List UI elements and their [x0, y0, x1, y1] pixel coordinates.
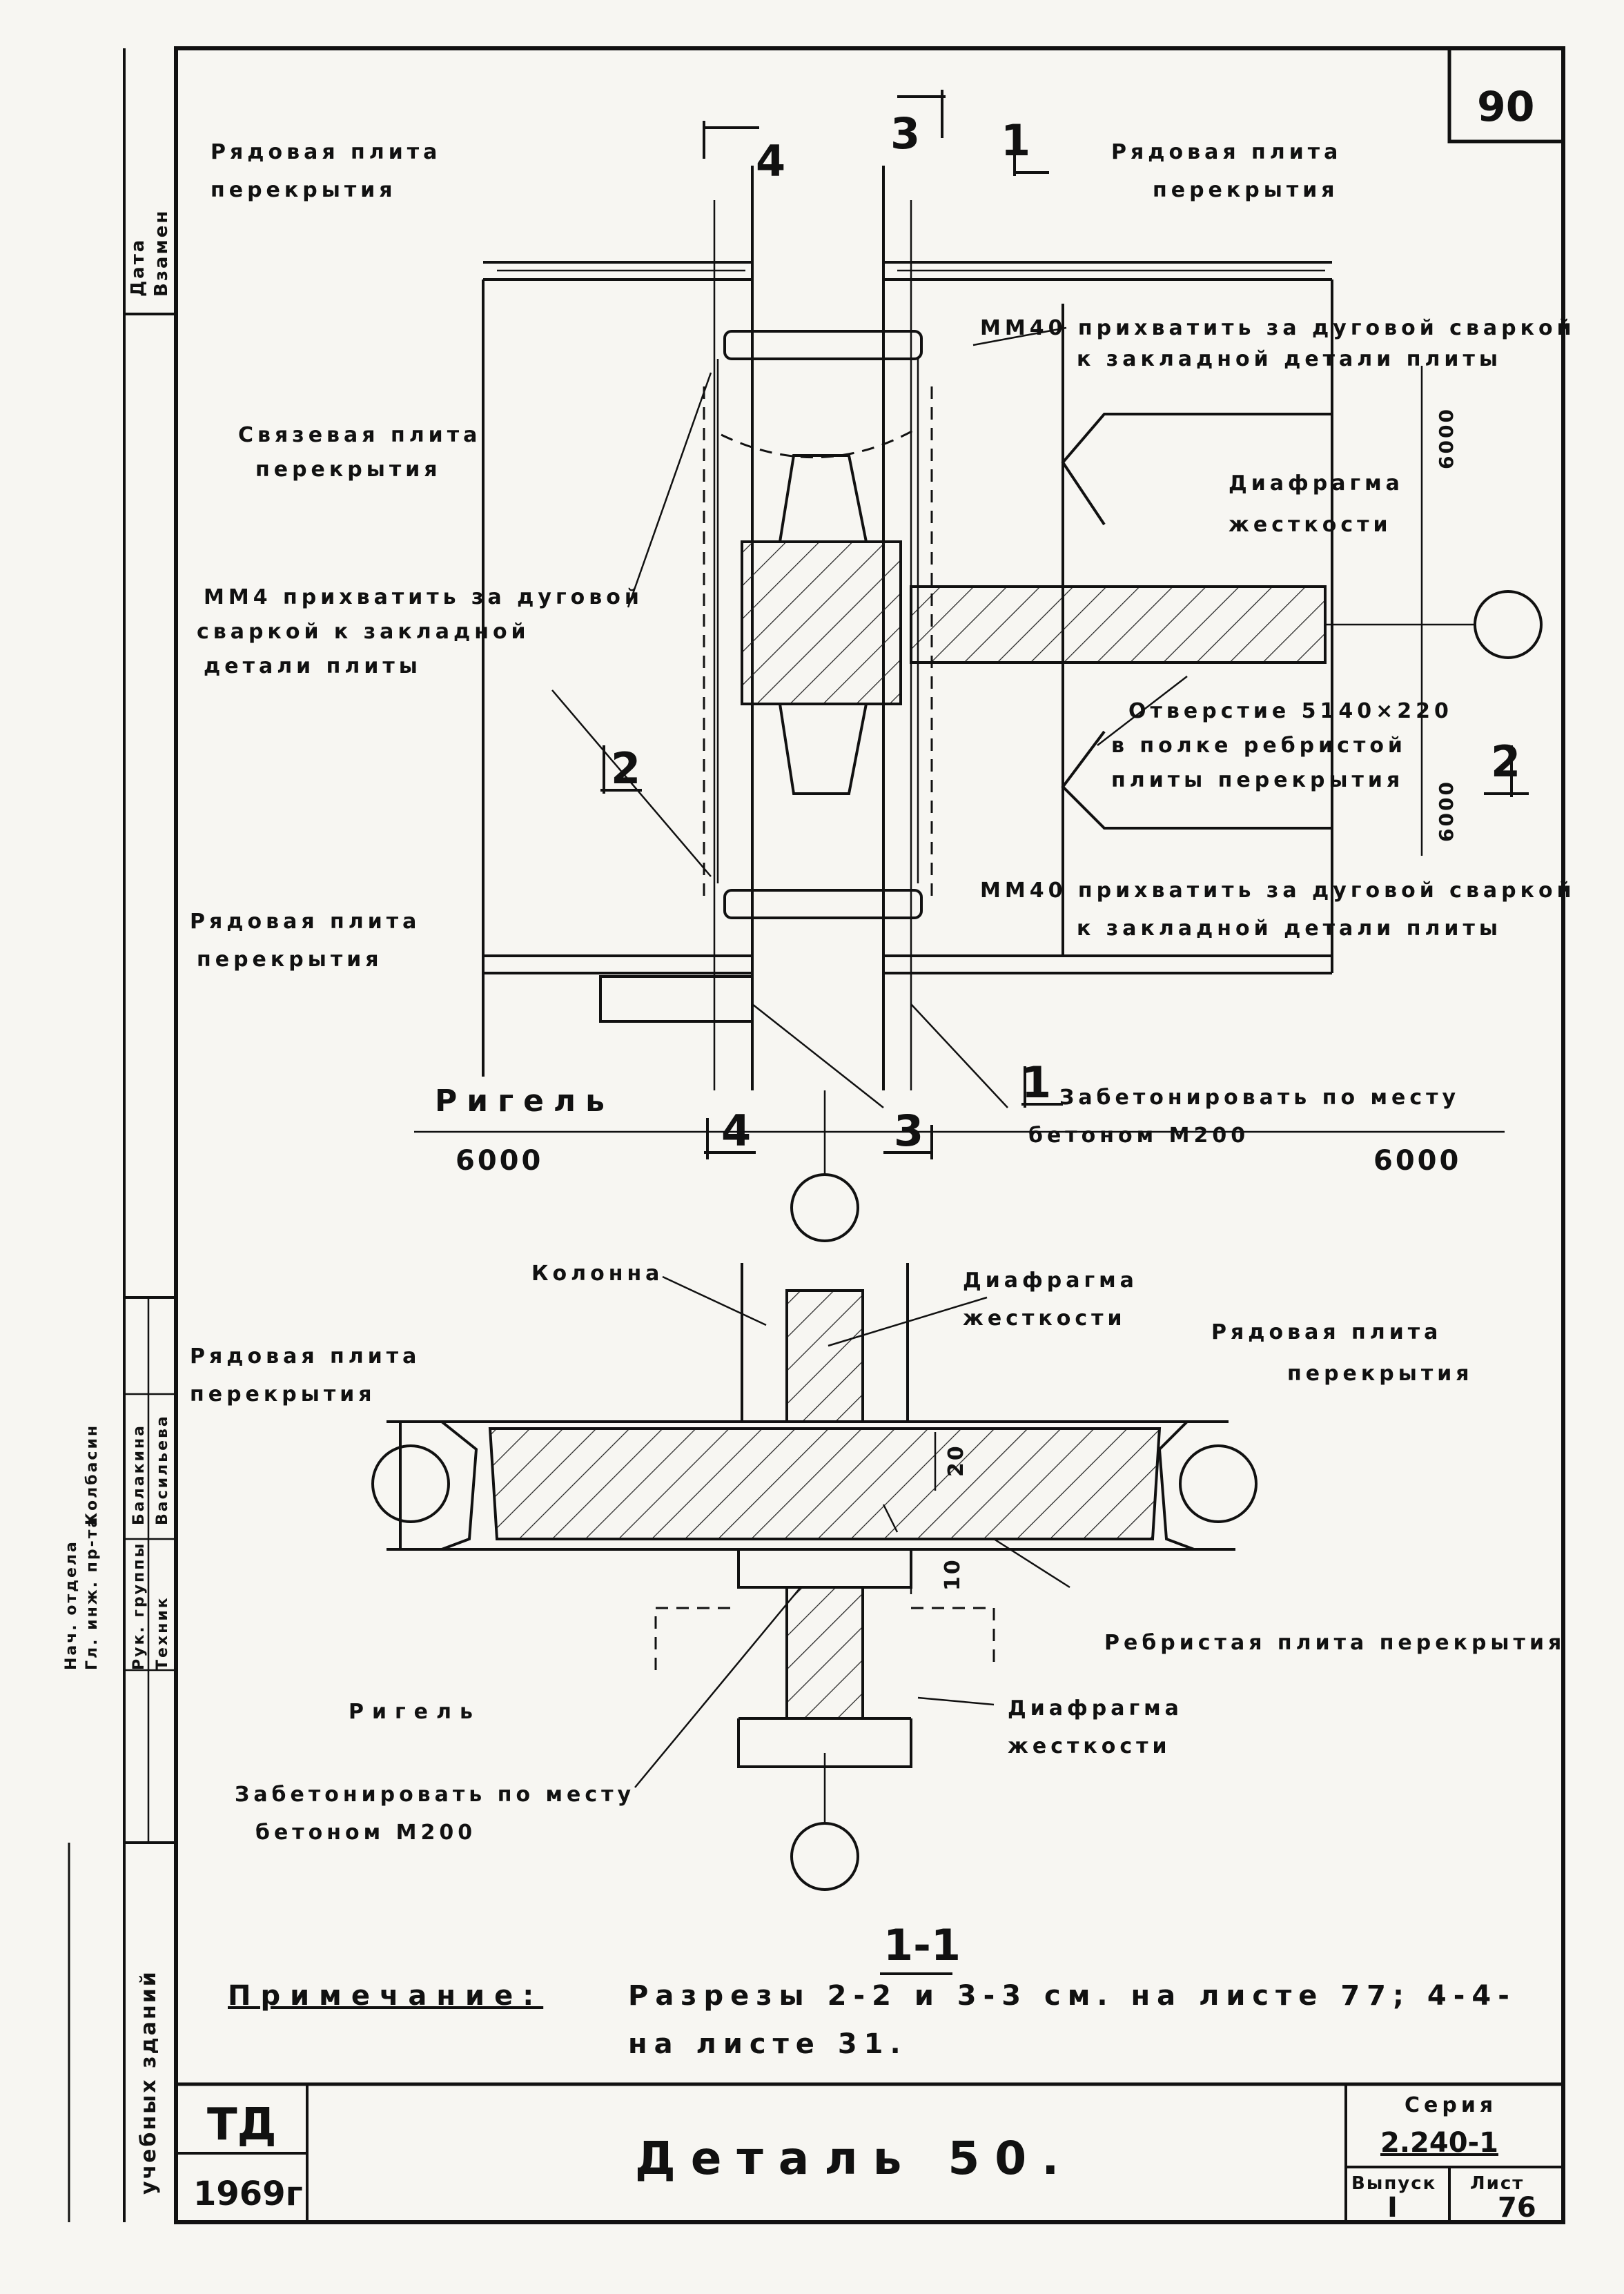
dim-left: 6000	[456, 1145, 543, 1177]
plan-view	[414, 166, 1543, 1242]
mark-3-top: 3	[890, 108, 920, 159]
concrete-plan-2: бетоном М200	[1028, 1124, 1249, 1148]
slab-top-right-2: перекрытия	[1153, 178, 1339, 202]
diaphragm-1: Диафрагма	[1229, 471, 1404, 496]
concrete-plan-1: Забетонировать по месту	[1059, 1086, 1460, 1110]
sheet-number: 90	[1477, 83, 1535, 131]
mark-1-bottom: 1	[1021, 1057, 1051, 1108]
mark-1-top: 1	[1001, 115, 1030, 166]
side-instead: Взамен	[151, 209, 172, 297]
side-name-3: Васильева	[154, 1414, 171, 1525]
opening-1: Отверстие 5140×220	[1128, 699, 1453, 723]
side-name-1: Колбасин	[84, 1424, 101, 1525]
tie-slab-1: Связевая плита	[238, 423, 481, 447]
dim-right: 6000	[1373, 1145, 1461, 1177]
section-view	[371, 1263, 1258, 1891]
dim-20: 20	[944, 1444, 968, 1477]
section-annotations: Колонна Диафрагма жесткости Рядовая плит…	[190, 1262, 1565, 1975]
mm40-bottom-2: к закладной детали плиты	[1077, 916, 1502, 941]
side-name-2: Балакина	[130, 1424, 148, 1525]
mark-3-bottom: 3	[894, 1106, 923, 1156]
note-text-2: на листе 31.	[628, 2028, 908, 2060]
mark-4-bottom: 4	[721, 1106, 751, 1156]
title-block: ТД 1969г Деталь 50. Серия 2.240-1 Выпуск…	[174, 2082, 1565, 2224]
side-date: Дата	[128, 238, 148, 297]
stamp-issue-label: Выпуск	[1351, 2173, 1436, 2194]
mm4-note-2: сваркой к закладной	[197, 620, 530, 644]
sec-diaphragm2-2: жесткости	[1008, 1734, 1171, 1758]
stamp-title: Деталь 50.	[635, 2132, 1074, 2185]
stamp-series-label: Серия	[1405, 2093, 1497, 2117]
side-row-group: Рук. группы	[130, 1542, 148, 1670]
note-text-1: Разрезы 2-2 и 3-3 см. на листе 77; 4-4-	[628, 1980, 1516, 2012]
sec-slab-left-1: Рядовая плита	[190, 1344, 420, 1369]
side-row-engineer: Гл. инж. пр-та	[84, 1516, 101, 1670]
stamp-sheet-label: Лист	[1470, 2173, 1524, 2194]
slab-bottom-left-1: Рядовая плита	[190, 910, 420, 934]
slab-bottom-left-2: перекрытия	[197, 948, 383, 972]
mark-4-top: 4	[756, 136, 785, 186]
sheet-frame	[68, 46, 1565, 2224]
side-stamp: Дата Взамен Нач. отдела Гл. инж. пр-та Р…	[63, 209, 172, 2195]
stamp-series: 2.240-1	[1380, 2127, 1498, 2159]
side-dept: учебных зданий	[137, 1970, 161, 2195]
side-row-head: Нач. отдела	[63, 1540, 80, 1670]
opening-3: плиты перекрытия	[1111, 768, 1404, 792]
stamp-sheet: 76	[1498, 2192, 1536, 2224]
stamp-org: ТД	[207, 2099, 277, 2150]
mark-2-right: 2	[1491, 736, 1520, 787]
stamp-issue: I	[1387, 2192, 1398, 2224]
sec-diaphragm-1: Диафрагма	[963, 1268, 1138, 1293]
side-row-tech: Техник	[154, 1596, 171, 1670]
sec-slab-right-2: перекрытия	[1287, 1362, 1474, 1386]
mm4-note-1: ММ4 прихватить за дуговой	[204, 585, 643, 609]
mm40-top-2: к закладной детали плиты	[1077, 347, 1502, 371]
tie-slab-2: перекрытия	[255, 458, 442, 482]
ribbed-slab-label: Ребристая плита перекрытия	[1104, 1631, 1565, 1655]
mm40-bottom-1: ММ40 прихватить за дуговой сваркой	[980, 879, 1576, 903]
plan-section-marks: 4 3 1 2 2 1 4 3	[600, 90, 1529, 1159]
sec-concrete-1: Забетонировать по месту	[235, 1783, 635, 1807]
stamp-year: 1969г	[193, 2175, 303, 2213]
opening-2: в полке ребристой	[1111, 734, 1407, 758]
sec-girder-label: Ригель	[349, 1700, 481, 1724]
mm4-note-3: детали плиты	[204, 654, 422, 678]
mark-2-left: 2	[611, 743, 640, 794]
diaphragm-2: жесткости	[1229, 513, 1392, 537]
sec-concrete-2: бетоном М200	[255, 1821, 476, 1845]
sec-slab-right-1: Рядовая плита	[1211, 1320, 1442, 1344]
plan-annotations: Рядовая плита перекрытия Рядовая плита п…	[190, 140, 1576, 1177]
dim-vertical-1: 6000	[1435, 407, 1458, 469]
section-title: 1-1	[883, 1920, 961, 1970]
mm40-top-1: ММ40 прихватить за дуговой сваркой	[980, 316, 1576, 340]
slab-top-right-1: Рядовая плита	[1111, 140, 1342, 164]
sec-diaphragm-2: жесткости	[963, 1306, 1126, 1331]
sec-diaphragm2-1: Диафрагма	[1008, 1696, 1183, 1720]
slab-top-left-1: Рядовая плита	[211, 140, 441, 164]
sec-slab-left-2: перекрытия	[190, 1382, 376, 1406]
note-label: Примечание:	[228, 1980, 543, 2012]
dim-vertical-2: 6000	[1435, 780, 1458, 842]
note: Примечание: Разрезы 2-2 и 3-3 см. на лис…	[228, 1980, 1516, 2060]
dim-10: 10	[941, 1558, 965, 1591]
slab-top-left-2: перекрытия	[211, 178, 397, 202]
column-label: Колонна	[531, 1262, 663, 1286]
girder-label: Ригель	[435, 1084, 614, 1119]
